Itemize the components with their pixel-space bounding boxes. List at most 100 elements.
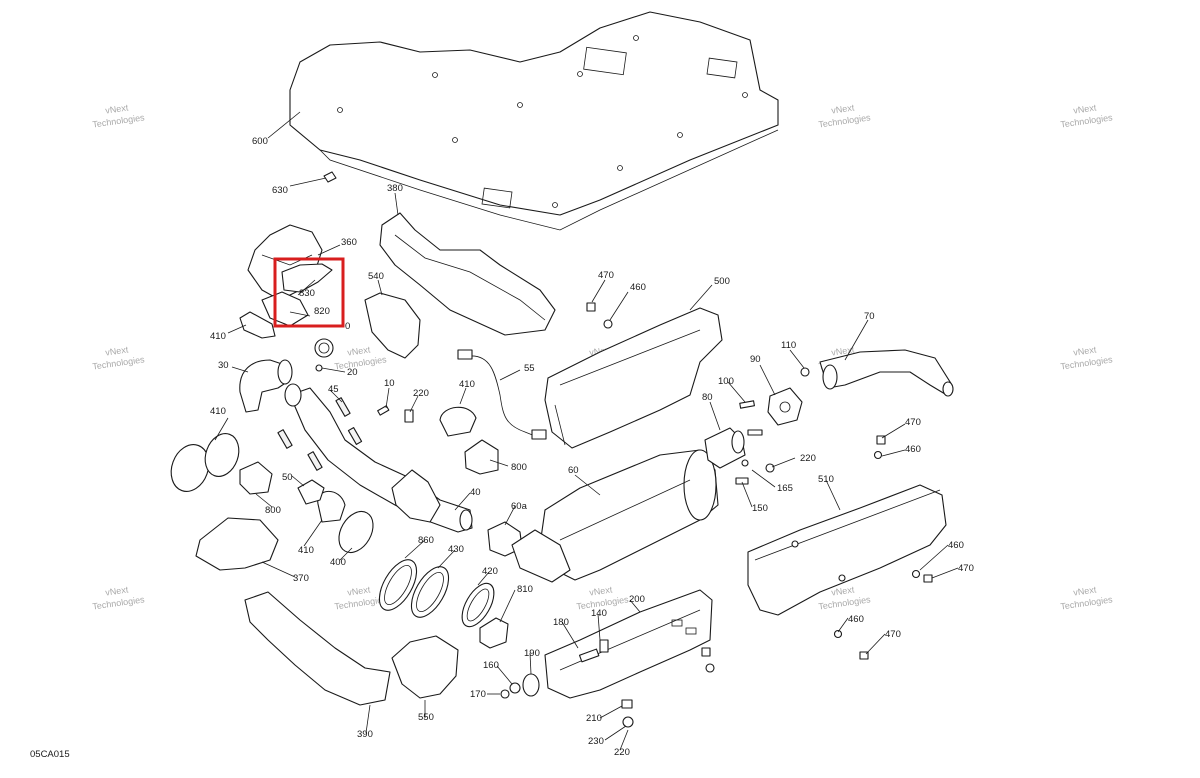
label-210: 210 [586,713,602,724]
clamp-410-left [170,433,240,492]
label-800-mid: 800 [511,462,527,473]
washer-460-right-lower [833,629,843,639]
svg-text:vNext: vNext [1073,344,1098,357]
label-70: 70 [864,311,875,322]
bracket-200 [544,589,713,699]
muffler-shield-500 [544,307,723,449]
washers-165-150 [735,429,775,485]
label-190: 190 [524,648,540,659]
svg-text:Technologies: Technologies [334,354,388,371]
svg-text:vNext: vNext [347,584,372,597]
svg-text:vNext: vNext [1073,584,1098,597]
washer-160 [509,682,521,694]
clamp-ring-860 [378,559,418,611]
label-460-upper: 460 [630,282,646,293]
clamp-ring-430 [410,566,450,618]
label-600: 600 [252,136,268,147]
washer-460-right [911,569,921,579]
heat-shield-510 [747,484,947,616]
screw-470-right-lower [859,651,869,660]
svg-text:vNext: vNext [105,102,130,115]
label-140: 140 [591,608,607,619]
svg-text:Technologies: Technologies [1060,594,1114,611]
shield-370 [195,517,279,571]
label-410-upper: 410 [210,331,226,342]
svg-text:Technologies: Technologies [92,354,146,371]
label-860: 860 [418,535,434,546]
label-45: 45 [328,384,339,395]
pin-180 [578,639,609,663]
svg-text:Technologies: Technologies [1060,112,1114,129]
label-370: 370 [293,573,309,584]
label-100: 100 [718,376,734,387]
label-510: 510 [818,474,834,485]
label-220-mid: 220 [413,388,429,399]
bolt-100 [739,400,755,409]
label-20: 20 [347,367,358,378]
label-830: 830 [299,288,315,299]
label-230: 230 [588,736,604,747]
heat-shield-380 [379,212,556,336]
bolt-210 [621,699,633,709]
svg-text:vNext: vNext [589,584,614,597]
label-220-bottom: 220 [614,747,630,758]
label-460-right: 460 [948,540,964,551]
label-410-mid: 410 [459,379,475,390]
label-810: 810 [517,584,533,595]
label-90: 90 [750,354,761,365]
label-410-lower: 410 [298,545,314,556]
label-0: 0 [345,321,350,332]
label-470-upper: 470 [598,270,614,281]
shield-550 [391,635,459,699]
label-170: 170 [470,689,486,700]
clamp-block-50 [297,479,325,505]
label-800-left: 800 [265,505,281,516]
svg-text:Technologies: Technologies [818,594,872,611]
label-160: 160 [483,660,499,671]
label-200: 200 [629,594,645,605]
end-pipe-70 [819,349,954,397]
label-820: 820 [314,306,330,317]
gasket-110 [800,367,810,377]
clamp-410-mid [439,406,477,437]
label-630: 630 [272,185,288,196]
label-30: 30 [218,360,229,371]
muffler-60 [539,449,719,581]
svg-text:Technologies: Technologies [92,112,146,129]
clamp-400 [338,510,374,554]
bushing-190 [522,673,540,697]
label-550: 550 [418,712,434,723]
flange-90 [767,387,803,426]
svg-text:vNext: vNext [831,102,856,115]
label-360: 360 [341,237,357,248]
washer-230 [622,716,634,728]
screw-470-right-upper [876,435,886,445]
springs-45 [277,397,363,471]
label-400: 400 [330,557,346,568]
svg-text:vNext: vNext [105,584,130,597]
label-470-right-lower: 470 [885,629,901,640]
svg-text:vNext: vNext [831,584,856,597]
highlight-box [273,257,345,328]
heat-shield-panel-600 [289,11,779,231]
label-540: 540 [368,271,384,282]
tailpipe-80 [704,427,746,469]
label-110: 110 [781,340,796,351]
svg-text:vNext: vNext [1073,102,1098,115]
svg-text:Technologies: Technologies [1060,354,1114,371]
clamp-block-800a [464,439,499,475]
label-380: 380 [387,183,403,194]
label-410-left: 410 [210,406,226,417]
nut-170 [500,689,510,699]
oxygen-sensor-55 [457,349,547,440]
clamp-ring-420 [461,582,495,628]
heat-shield-830 [281,263,333,293]
screw-470-right [923,574,933,583]
label-470-right: 470 [958,563,974,574]
exhaust-pipe-40 [284,383,473,533]
drawing-code: 05CA015 [30,749,70,760]
